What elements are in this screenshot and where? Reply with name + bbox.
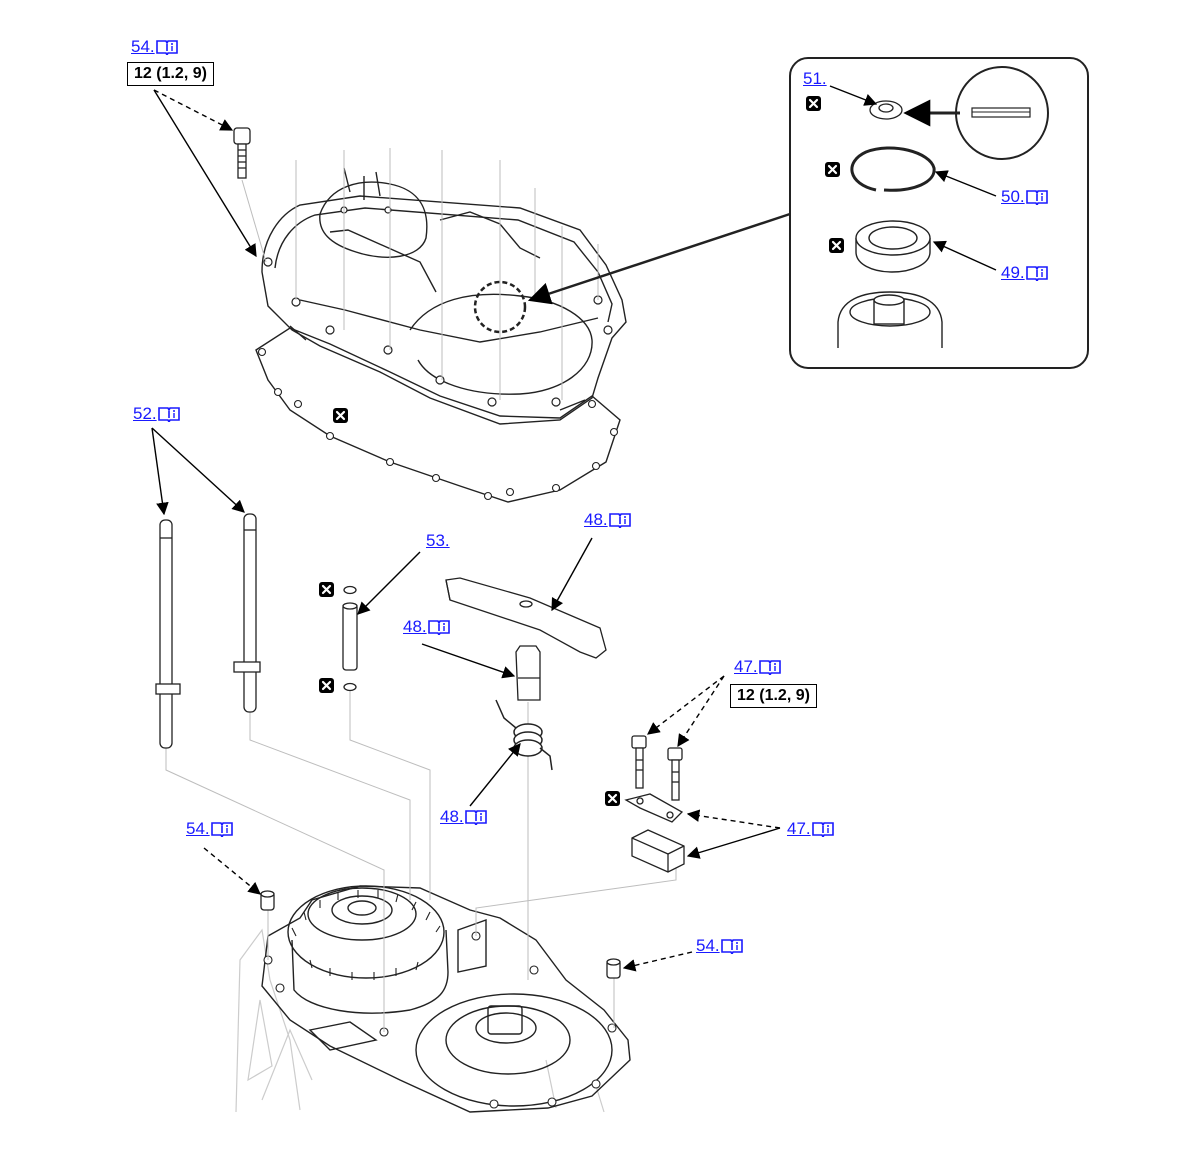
replace-part-x-icon	[319, 582, 334, 597]
housing-boss	[837, 291, 943, 348]
oil-pipe-left	[155, 519, 181, 749]
upper-bolt-guide	[241, 179, 267, 263]
leader-lines	[151, 85, 997, 972]
book-info-icon	[758, 660, 781, 675]
lower-guide-lines	[165, 690, 677, 1032]
book-info-icon	[157, 407, 180, 422]
ref-link-54-right[interactable]: 54.	[696, 937, 743, 955]
ref-number: 50.	[1001, 187, 1025, 206]
bracket-bolt-right	[667, 747, 683, 801]
ref-link-48-shaft[interactable]: 48.	[403, 618, 450, 636]
ref-link-53[interactable]: 53.	[426, 532, 450, 550]
detail-inset	[789, 57, 1089, 369]
pawl-shaft	[515, 645, 541, 701]
replace-part-x-icon	[333, 408, 348, 423]
detail-pointer-line	[527, 212, 791, 305]
upper-bolt	[233, 127, 251, 179]
ref-number: 54.	[186, 819, 210, 838]
ref-number: 48.	[584, 510, 608, 529]
book-info-icon	[720, 939, 743, 954]
ref-link-48-spring[interactable]: 48.	[440, 808, 487, 826]
cover-guide-lines	[295, 148, 599, 400]
lower-case	[261, 885, 631, 1113]
gasket-holes	[257, 347, 619, 501]
book-info-icon	[1025, 190, 1048, 205]
ref-number: 47.	[787, 819, 811, 838]
return-spring	[495, 699, 553, 771]
case-bolt-holes	[263, 931, 617, 1109]
book-info-icon	[464, 810, 487, 825]
ref-link-50[interactable]: 50.	[1001, 188, 1048, 206]
ref-link-48-lever[interactable]: 48.	[584, 511, 631, 529]
ref-number: 54.	[131, 37, 155, 56]
book-info-icon	[427, 620, 450, 635]
ref-link-47-bracket[interactable]: 47.	[787, 820, 834, 838]
ref-link-49[interactable]: 49.	[1001, 264, 1048, 282]
bracket-bolt-left	[631, 735, 647, 789]
parking-pawl-lever	[445, 577, 607, 659]
ref-link-47-bolts[interactable]: 47.	[734, 658, 781, 676]
ref-number: 53.	[426, 531, 450, 550]
pipe-53	[342, 585, 358, 692]
torque-spec-box: 12 (1.2, 9)	[127, 62, 214, 86]
book-info-icon	[210, 822, 233, 837]
replace-part-x-icon	[829, 238, 844, 253]
lock-plate	[624, 793, 684, 823]
replace-part-x-icon	[806, 96, 821, 111]
book-info-icon	[608, 513, 631, 528]
dowel-pin-left	[260, 890, 275, 911]
cover-bolt-holes	[263, 206, 613, 407]
ref-number: 49.	[1001, 263, 1025, 282]
oil-seal-51	[869, 100, 903, 120]
torque-spec-box: 12 (1.2, 9)	[730, 684, 817, 708]
ref-number: 51.	[803, 69, 827, 88]
book-info-icon	[811, 822, 834, 837]
replace-part-x-icon	[319, 678, 334, 693]
ref-number: 48.	[440, 807, 464, 826]
dowel-pin-right	[606, 958, 621, 979]
ref-number: 47.	[734, 657, 758, 676]
ref-number: 54.	[696, 936, 720, 955]
detail-circle	[473, 280, 527, 334]
book-info-icon	[155, 40, 178, 55]
replace-part-x-icon	[825, 162, 840, 177]
case-gear-teeth	[291, 890, 441, 980]
ref-number: 52.	[133, 404, 157, 423]
ref-link-52[interactable]: 52.	[133, 405, 180, 423]
ref-link-54-top[interactable]: 54.	[131, 38, 178, 56]
transmission-cover	[261, 167, 627, 425]
book-info-icon	[1025, 266, 1048, 281]
oil-pipe-right	[233, 513, 261, 713]
replace-part-x-icon	[605, 791, 620, 806]
ref-link-51[interactable]: 51.	[803, 70, 827, 88]
bearing-49	[855, 220, 931, 273]
snap-ring-50	[850, 146, 936, 192]
parking-bracket	[631, 829, 685, 873]
ref-number: 48.	[403, 617, 427, 636]
ref-link-54-left[interactable]: 54.	[186, 820, 233, 838]
cover-gasket	[255, 327, 621, 503]
